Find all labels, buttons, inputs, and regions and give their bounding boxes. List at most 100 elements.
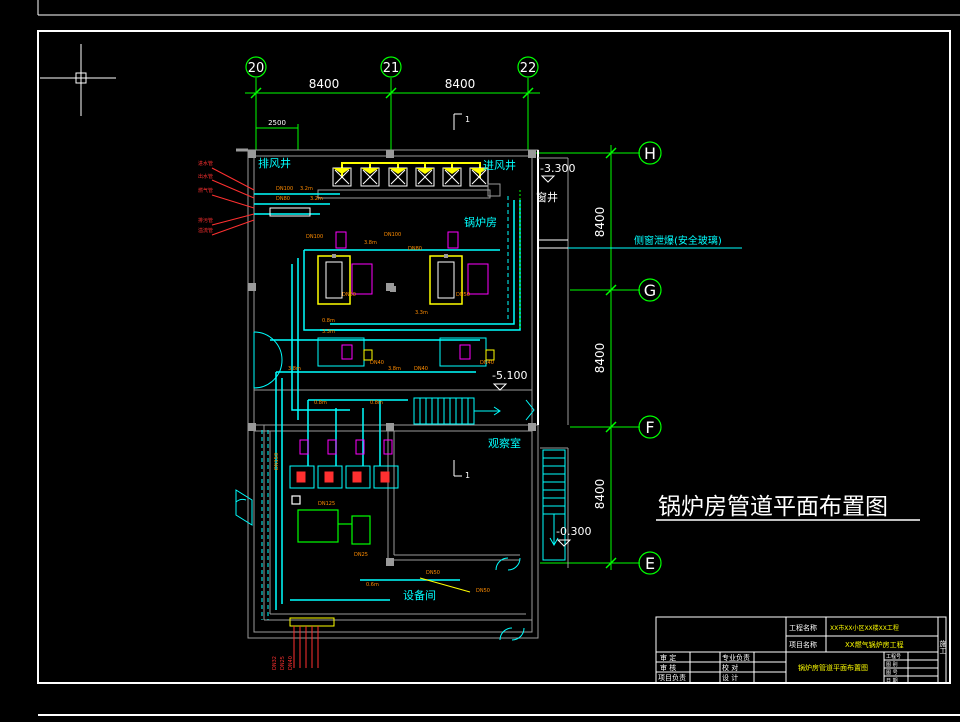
- tb-row2-role2: 校 对: [722, 663, 738, 672]
- row-dim-1: 8400: [593, 207, 607, 238]
- axis-bubble-20: [245, 56, 267, 78]
- svg-text:0.6m: 0.6m: [366, 582, 379, 588]
- svg-text:3.2m: 3.2m: [300, 186, 313, 192]
- tb-cell-project-no: 工程号: [886, 653, 901, 660]
- column-grid-axes: 20 21 22 8400 8400 2500: [245, 56, 540, 150]
- svg-text:出水管: 出水管: [198, 173, 213, 180]
- svg-text:DN125: DN125: [318, 501, 335, 507]
- title-block: 工程名称 XX市XX小区XX楼XX工程 项目名称 XX燃气锅炉房工程 锅炉房管道…: [655, 616, 947, 684]
- gas-header-pipe: [341, 162, 481, 178]
- axis-label-20: 20: [248, 61, 265, 76]
- column-dim-2: 8400: [445, 77, 476, 91]
- svg-text:DN40: DN40: [288, 656, 294, 670]
- elevation-marks: -3.300 -5.100 -0.300: [492, 162, 591, 547]
- svg-text:DN50: DN50: [426, 570, 440, 576]
- label-boiler-room: 锅炉房: [464, 216, 497, 229]
- label-observation-room: 观察室: [488, 436, 521, 450]
- drawing-title: 锅炉房管道平面布置图: [658, 494, 888, 520]
- elevation-mid: -5.100: [492, 369, 527, 382]
- label-equipment-room: 设备间: [403, 588, 436, 602]
- dashed-return-pipes: [261, 196, 509, 620]
- svg-text:0.8m: 0.8m: [370, 400, 383, 406]
- tb-project-name: XX市XX小区XX楼XX工程: [830, 624, 899, 632]
- label-window-well: 窗井: [536, 190, 558, 204]
- svg-text:DN50: DN50: [342, 292, 356, 298]
- axis-label-G: G: [644, 281, 656, 300]
- tb-row1-role: 审 定: [660, 653, 676, 662]
- svg-text:DN25: DN25: [280, 656, 286, 670]
- section-marks: 1 1: [453, 113, 470, 480]
- tb-row2-role: 审 核: [660, 663, 676, 672]
- svg-text:DN40: DN40: [414, 366, 428, 372]
- fan-units-row: [332, 167, 489, 187]
- svg-text:侧窗泄爆(安全玻璃): 侧窗泄爆(安全玻璃): [634, 234, 722, 247]
- svg-text:1: 1: [465, 471, 470, 480]
- stairs-lower: [542, 449, 566, 561]
- svg-text:DN100: DN100: [276, 186, 293, 192]
- window-explosion-note: 侧窗泄爆(安全玻璃): [568, 234, 742, 249]
- svg-text:0.8m: 0.8m: [322, 318, 335, 324]
- svg-text:DN100: DN100: [306, 234, 323, 240]
- svg-text:3.3m: 3.3m: [322, 329, 335, 335]
- svg-text:3.8m: 3.8m: [288, 366, 301, 372]
- svg-text:DN32: DN32: [272, 656, 278, 670]
- svg-text:DN25: DN25: [354, 552, 368, 558]
- svg-text:DN80: DN80: [408, 246, 422, 252]
- structural-columns: [248, 150, 536, 566]
- elevation-top: -3.300: [540, 162, 575, 175]
- room-labels: 排风井 进风井 窗井 锅炉房 观察室 设备间: [258, 156, 558, 602]
- svg-text:DN50: DN50: [476, 588, 490, 594]
- axis-label-H: H: [644, 144, 656, 163]
- circulation-pumps: [289, 439, 399, 489]
- tb-row3-role2: 设 计: [722, 673, 738, 682]
- svg-text:排污管: 排污管: [198, 217, 213, 224]
- floor-drains: [332, 254, 448, 292]
- axis-bubble-22: [517, 56, 539, 78]
- crosshair-cursor[interactable]: [40, 44, 116, 116]
- svg-text:1: 1: [465, 115, 470, 124]
- elevation-low: -0.300: [556, 525, 591, 538]
- tb-cell-drawing-no: 图 号: [886, 670, 898, 676]
- svg-text:DN100: DN100: [384, 232, 401, 238]
- pipe-spec-labels: DN100 3.2m DN80 3.2m DN100 3.8m DN100 DN…: [274, 186, 494, 594]
- svg-text:进水管: 进水管: [198, 160, 213, 167]
- equipment-room-ducts: [289, 577, 471, 668]
- svg-text:DN40: DN40: [370, 360, 384, 366]
- incoming-pipe-labels: 进水管 出水管 燃气管 排污管 溢流管: [198, 160, 213, 234]
- tb-project-name-label: 工程名称: [789, 623, 817, 632]
- svg-text:溢流管: 溢流管: [198, 227, 213, 234]
- svg-text:DN80: DN80: [276, 196, 290, 202]
- axis-label-F: F: [645, 418, 654, 437]
- axis-bubble-G: [638, 278, 662, 302]
- tb-item-name-label: 项目名称: [789, 640, 817, 649]
- heat-exchangers: [317, 337, 495, 367]
- incoming-service-pipes: [211, 167, 340, 236]
- vertical-pipe-labels: DN32 DN25 DN40: [272, 656, 294, 670]
- axis-bubble-F: [638, 415, 662, 439]
- svg-text:3.3m: 3.3m: [415, 310, 428, 316]
- svg-text:DN40: DN40: [480, 360, 494, 366]
- svg-text:3.2m: 3.2m: [310, 196, 323, 202]
- axis-bubble-21: [380, 56, 402, 78]
- row-grid-axes: H G F E 8400 8400 8400: [535, 141, 662, 575]
- svg-text:3.8m: 3.8m: [364, 240, 377, 246]
- tb-stamp: 施工: [939, 639, 947, 654]
- svg-text:3.8m: 3.8m: [388, 366, 401, 372]
- svg-text:燃气管: 燃气管: [198, 187, 213, 194]
- axis-bubble-E: [638, 551, 662, 575]
- tb-row3-role: 项目负责: [658, 673, 686, 682]
- row-dim-3: 8400: [593, 479, 607, 510]
- axis-label-21: 21: [383, 61, 400, 76]
- sub-dim-2500: 2500: [268, 119, 286, 127]
- tb-cell-category: 图 别: [886, 661, 898, 668]
- axis-label-E: E: [645, 554, 655, 573]
- label-exhaust-shaft: 排风井: [258, 156, 291, 170]
- tb-item-name: XX燃气锅炉房工程: [845, 640, 904, 649]
- stairs-upper: [413, 397, 501, 425]
- svg-text:DN150: DN150: [274, 453, 280, 470]
- column-dim-1: 8400: [309, 77, 340, 91]
- row-dim-2: 8400: [593, 343, 607, 374]
- svg-text:DN50: DN50: [456, 292, 470, 298]
- tb-row1-role2: 专业负责: [722, 653, 750, 662]
